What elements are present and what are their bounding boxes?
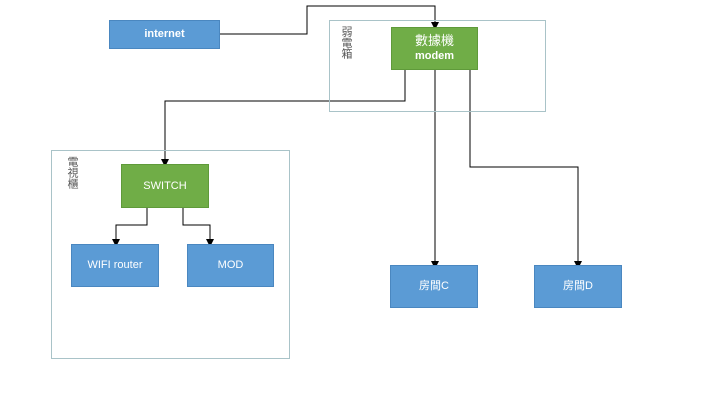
switch-node: SWITCH [121,164,209,208]
wifi-router-node: WIFI router [71,244,159,287]
weak-current-box-label: 弱電箱 [340,26,353,59]
room-c-label: 房間C [419,280,449,292]
room-d-node: 房間D [534,265,622,308]
connector-internet-modem [220,5,439,35]
internet-node: internet [109,20,220,49]
tv-cabinet-label: 電視櫃 [66,156,79,189]
mod-label: MOD [217,259,244,271]
mod-node: MOD [187,244,274,287]
internet-label: internet [144,28,185,40]
weak-current-box [329,20,546,112]
room-c-node: 房間C [390,265,478,308]
wifi-router-label: WIFI router [87,259,143,271]
room-d-label: 房間D [563,280,593,292]
modem-label-chinese: 數據機 [414,33,454,49]
connector-modem-switch [161,70,406,167]
connector-switch-wifi [112,208,148,247]
connector-switch-mod [182,208,214,247]
connector-modem-room-d [469,70,582,269]
switch-label: SWITCH [143,179,187,192]
modem-label-english: modem [414,49,455,62]
tv-cabinet-box [51,150,290,359]
modem-node: 數據機 modem [391,27,478,70]
